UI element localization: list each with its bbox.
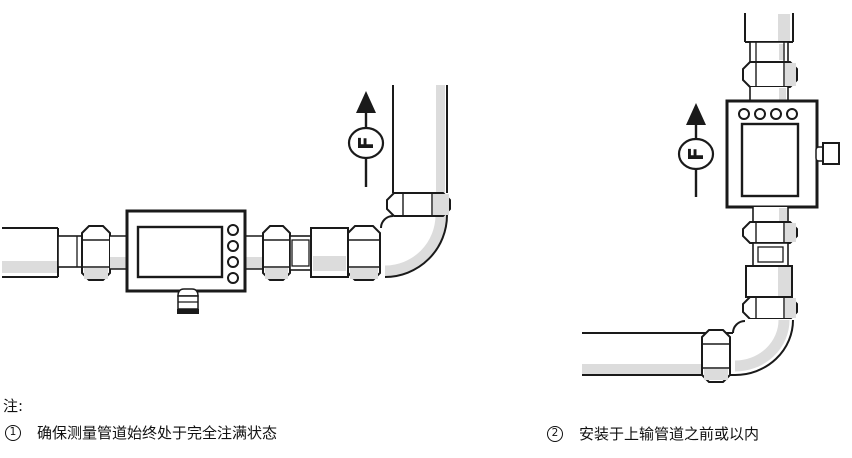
nipple-lines — [755, 42, 785, 62]
nut-chamfer-lines — [755, 297, 785, 319]
cable-gland — [815, 142, 840, 165]
nipple-inner — [757, 246, 784, 263]
right-installation-diagram: F — [582, 13, 840, 383]
flow-meter-display — [136, 225, 224, 279]
coupling-sleeve — [310, 227, 349, 278]
coupling-sleeve — [745, 265, 793, 298]
stub-shading — [779, 208, 787, 222]
stub-outline — [749, 87, 789, 101]
nut-chamfer-lines — [702, 343, 730, 369]
stub-outline — [245, 235, 263, 270]
meter-button-2 — [227, 240, 239, 252]
union-nut-fitting-2 — [262, 225, 291, 281]
sleeve-shading — [313, 256, 346, 271]
meter-button-3 — [770, 108, 782, 120]
stub-shading — [779, 88, 786, 101]
nipple-body — [57, 235, 83, 268]
pipe-elbow — [380, 214, 448, 278]
stub-shading — [245, 257, 263, 269]
cable-gland — [177, 288, 199, 314]
pipe-shading — [778, 14, 790, 42]
flow-meter-display — [740, 122, 800, 198]
meter-top-stub — [749, 87, 789, 101]
meter-button-1 — [738, 108, 750, 120]
meter-button-3 — [227, 256, 239, 268]
threaded-nipple-middle — [752, 242, 789, 267]
flow-symbol-circle — [347, 126, 385, 160]
pipe-elbow — [732, 319, 794, 376]
elbow-outer-outline — [384, 214, 448, 278]
meter-inlet-stub — [110, 235, 127, 270]
meter-button-2 — [754, 108, 766, 120]
elbow-inner-outline — [732, 320, 746, 334]
nut-chamfer-lines — [348, 239, 380, 268]
nut-shading — [704, 369, 728, 380]
nut-chamfer-lines — [755, 222, 785, 243]
arrowhead-icon — [356, 91, 376, 113]
nipple-outer — [289, 235, 312, 271]
nipple-shading — [779, 44, 785, 60]
riser-pipe — [392, 85, 448, 193]
union-nut-fitting-1 — [81, 225, 111, 281]
flow-label: F — [684, 147, 708, 161]
stub-shading — [110, 257, 127, 269]
nut-chamfer-lines — [402, 193, 433, 216]
union-nut-fitting-middle — [742, 221, 798, 244]
nut-chamfer-lines — [82, 239, 110, 268]
flow-meter — [725, 99, 840, 209]
threaded-nipple-top — [749, 41, 789, 63]
pipe-shading — [2, 261, 58, 273]
flow-symbol-circle — [677, 137, 715, 171]
nipple-inner — [291, 239, 310, 267]
pipe-shading — [582, 364, 703, 374]
arrowhead-icon — [686, 103, 706, 125]
gland-base — [177, 309, 199, 314]
nut-chamfer-lines — [755, 62, 785, 87]
nut-shading — [785, 223, 796, 242]
reducer-nipple — [57, 235, 83, 268]
elbow-outer-outline — [734, 319, 794, 376]
flow-direction-indicator: F — [677, 103, 715, 197]
stub-outline — [110, 235, 127, 270]
sleeve-shading — [778, 267, 791, 296]
nut-shading — [84, 268, 108, 279]
stub-outline — [752, 207, 789, 222]
stub-fill — [750, 87, 788, 101]
elbow-union-nut — [386, 192, 451, 217]
elbow-shading — [384, 214, 447, 277]
meter-button-4 — [786, 108, 798, 120]
gland-body — [822, 142, 840, 165]
pipe-outline — [392, 85, 448, 193]
meter-bottom-stub — [752, 207, 789, 222]
flow-direction-indicator: F — [347, 91, 385, 187]
left-installation-diagram: F — [2, 85, 451, 314]
flow-label: F — [354, 136, 378, 150]
elbow-fill — [381, 215, 447, 277]
nut-shading — [265, 268, 288, 279]
feed-pipe-union-nut — [701, 329, 731, 383]
elbow-inner-outline — [380, 215, 394, 229]
inlet-pipe — [2, 227, 59, 278]
union-nut-fitting-3 — [347, 225, 381, 281]
meter-button-4 — [227, 272, 239, 284]
flow-meter — [125, 209, 247, 314]
union-nut-fitting-bottom — [742, 296, 798, 320]
outlet-pipe-top — [744, 13, 794, 43]
nut-chamfer-lines — [263, 239, 290, 268]
nut-shading — [350, 268, 378, 279]
meter-button-1 — [227, 224, 239, 236]
threaded-nipple — [289, 235, 312, 271]
nut-shading — [433, 194, 449, 215]
elbow-shading — [734, 319, 790, 372]
gland-cap — [177, 288, 199, 297]
nut-shading — [785, 63, 796, 86]
meter-outlet-stub — [245, 235, 263, 270]
union-nut-fitting-top — [742, 61, 798, 88]
nut-shading — [785, 298, 796, 318]
pipe-shading — [436, 85, 445, 193]
